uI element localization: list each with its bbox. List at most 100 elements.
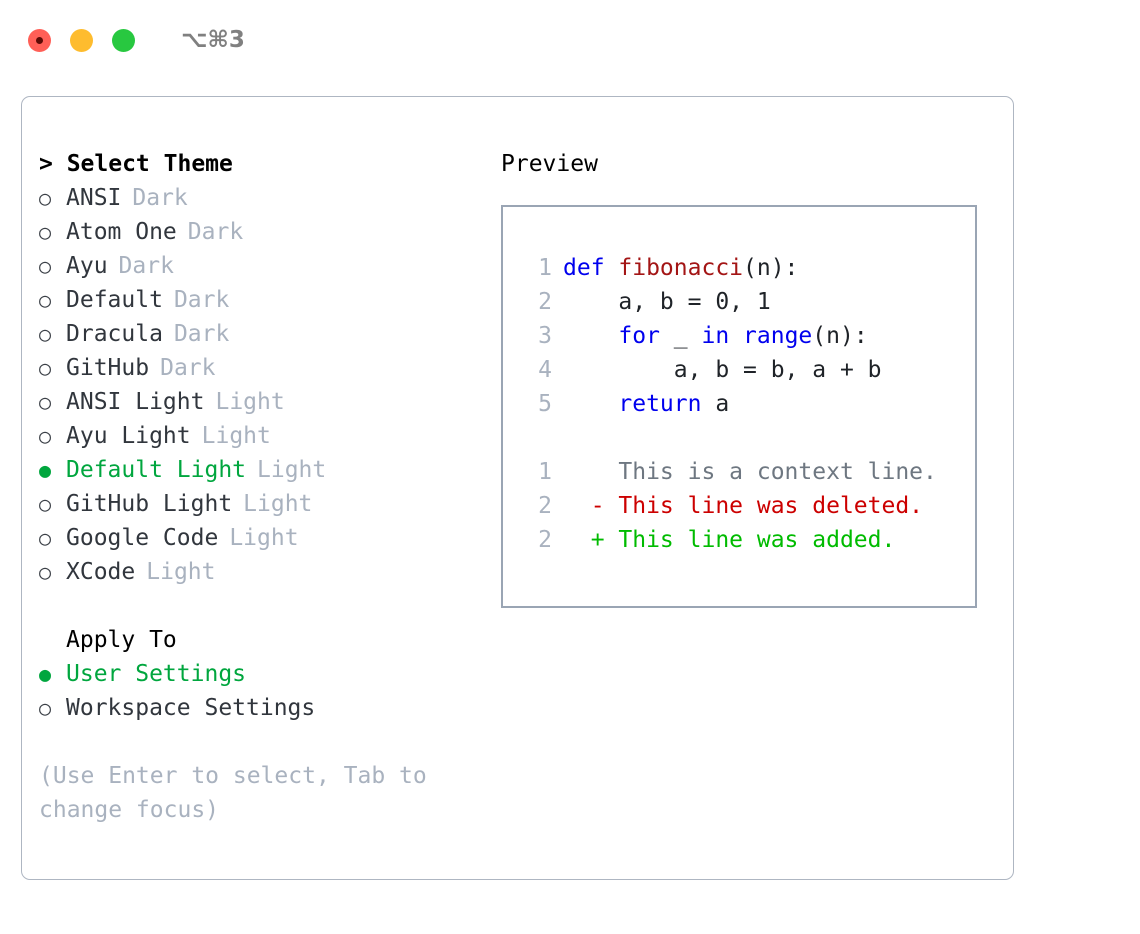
radio-unselected-icon: ○ [39, 492, 52, 516]
radio-unselected-icon: ○ [39, 560, 52, 584]
radio-unselected-icon: ○ [39, 322, 52, 346]
theme-option-dracula[interactable]: ○ Dracula Dark [39, 317, 489, 351]
code-token: in [701, 323, 730, 349]
minimize-button[interactable] [70, 28, 93, 52]
theme-option-label: GitHub Light [66, 491, 233, 517]
radio-selected-icon: ● [39, 458, 52, 482]
theme-option-label: Dracula [66, 321, 163, 347]
theme-option-github-light[interactable]: ○ GitHub Light Light [39, 487, 489, 521]
theme-option-variant: Light [146, 559, 216, 585]
maximize-button[interactable] [112, 28, 135, 52]
line-number: 4 [538, 357, 552, 383]
theme-option-variant: Dark [132, 185, 188, 211]
preview-title: Preview [501, 151, 598, 177]
diff-text: - This line was deleted. [563, 493, 924, 519]
line-number: 1 [538, 459, 552, 485]
code-token: return [618, 391, 702, 417]
diff-line: 1 This is a context line. [503, 455, 975, 489]
theme-option-variant: Light [201, 423, 271, 449]
line-number: 3 [538, 323, 552, 349]
line-number: 1 [538, 255, 552, 281]
code-token: fibonacci [618, 255, 744, 281]
code-token: (n): [812, 323, 868, 349]
line-number: 2 [538, 289, 552, 315]
line-number: 2 [538, 527, 552, 553]
theme-option-label: Default [66, 287, 163, 313]
radio-unselected-icon: ○ [39, 254, 52, 278]
code-line: 5 return a [503, 387, 975, 421]
apply-to-options-list: ● User Settings ○ Workspace Settings [39, 657, 489, 725]
radio-unselected-icon: ○ [39, 186, 52, 210]
radio-unselected-icon: ○ [39, 696, 52, 720]
radio-unselected-icon: ○ [39, 288, 52, 312]
code-token [563, 323, 618, 349]
theme-option-variant: Light [257, 457, 327, 483]
code-token: _ [659, 323, 702, 349]
close-button[interactable] [28, 28, 51, 52]
keyboard-hint: (Use Enter to select, Tab to change focu… [39, 763, 441, 823]
theme-option-label: Ayu Light [66, 423, 191, 449]
diff-sample: 1 This is a context line.2 - This line w… [503, 455, 975, 557]
code-token: def [563, 255, 619, 281]
radio-unselected-icon: ○ [39, 356, 52, 380]
radio-unselected-icon: ○ [39, 526, 52, 550]
theme-option-label: ANSI [66, 185, 122, 211]
code-token [563, 391, 618, 417]
line-number: 5 [538, 391, 552, 417]
theme-option-ansi-light[interactable]: ○ ANSI Light Light [39, 385, 489, 419]
code-token: for [618, 323, 660, 349]
code-text: def fibonacci(n): [563, 251, 798, 285]
diff-text: + This line was added. [563, 527, 896, 553]
code-text: a, b = 0, 1 [563, 285, 771, 319]
radio-unselected-icon: ○ [39, 390, 52, 414]
theme-option-label: ANSI Light [66, 389, 205, 415]
theme-option-variant: Light [215, 389, 285, 415]
window-title: ⌥⌘3 [181, 27, 245, 53]
theme-option-default-light[interactable]: ● Default Light Light [39, 453, 489, 487]
code-token: (n): [743, 255, 799, 281]
theme-option-variant: Dark [118, 253, 174, 279]
theme-option-label: GitHub [66, 355, 150, 381]
theme-option-label: Ayu [66, 253, 108, 279]
line-number: 2 [538, 493, 552, 519]
apply-to-option-label: User Settings [66, 661, 247, 687]
theme-option-variant: Dark [173, 287, 230, 313]
apply-to-option-label: Workspace Settings [66, 695, 316, 721]
theme-option-variant: Dark [173, 321, 230, 347]
spacer [503, 421, 975, 455]
theme-option-label: Google Code [66, 525, 219, 551]
code-line: 3 for _ in range(n): [503, 319, 975, 353]
diff-line: 2 - This line was deleted. [503, 489, 975, 523]
title-bar: ⌥⌘3 [0, 0, 1140, 80]
code-line: 1 def fibonacci(n): [503, 251, 975, 285]
theme-option-ayu[interactable]: ○ Ayu Dark [39, 249, 489, 283]
code-token: a, b = b, a + b [563, 357, 882, 383]
theme-option-default[interactable]: ○ Default Dark [39, 283, 489, 317]
code-text: for _ in range(n): [563, 319, 868, 353]
radio-unselected-icon: ○ [39, 220, 52, 244]
theme-option-variant: Light [243, 491, 313, 517]
theme-option-label: Default Light [66, 457, 247, 483]
traffic-lights [28, 28, 135, 52]
theme-option-ansi[interactable]: ○ ANSI Dark [39, 181, 489, 215]
code-token: a, b = 0, 1 [563, 289, 771, 315]
code-token [729, 323, 743, 349]
theme-option-label: Atom One [66, 219, 177, 245]
apply-to-option-user-settings[interactable]: ● User Settings [39, 657, 489, 691]
radio-selected-icon: ● [39, 662, 52, 686]
code-line: 2 a, b = 0, 1 [503, 285, 975, 319]
apply-to-option-workspace-settings[interactable]: ○ Workspace Settings [39, 691, 489, 725]
apply-to-header: Apply To [66, 627, 177, 653]
code-token: range [743, 323, 813, 349]
